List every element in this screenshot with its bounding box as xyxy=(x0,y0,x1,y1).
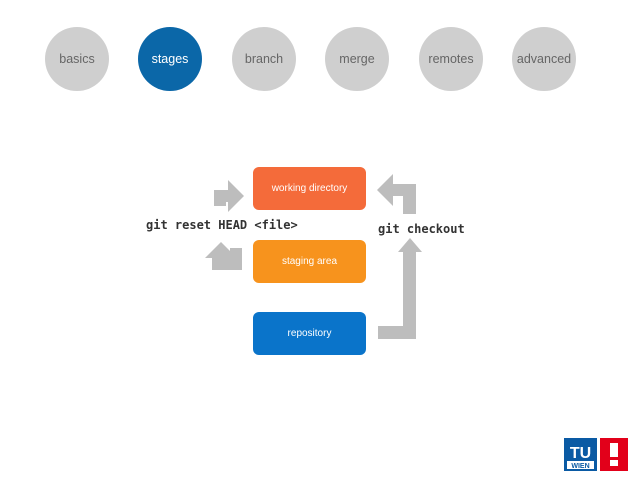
nav-branch[interactable]: branch xyxy=(232,27,296,91)
repository-box: repository xyxy=(253,312,366,355)
staging-area-box: staging area xyxy=(253,240,366,283)
checkout-arrow xyxy=(377,174,422,339)
nav-basics[interactable]: basics xyxy=(45,27,109,91)
nav-stages[interactable]: stages xyxy=(138,27,202,91)
tu-wien-logo-icon: TU WIEN xyxy=(564,438,628,471)
nav-remotes[interactable]: remotes xyxy=(419,27,483,91)
svg-text:TU: TU xyxy=(570,445,591,462)
working-directory-box: working directory xyxy=(253,167,366,210)
nav-merge[interactable]: merge xyxy=(325,27,389,91)
git-reset-command: git reset HEAD <file> xyxy=(146,218,298,232)
nav-advanced[interactable]: advanced xyxy=(512,27,576,91)
topic-navigation: basics stages branch merge remotes advan… xyxy=(0,0,638,110)
svg-text:WIEN: WIEN xyxy=(571,463,589,470)
git-checkout-command: git checkout xyxy=(378,222,465,236)
